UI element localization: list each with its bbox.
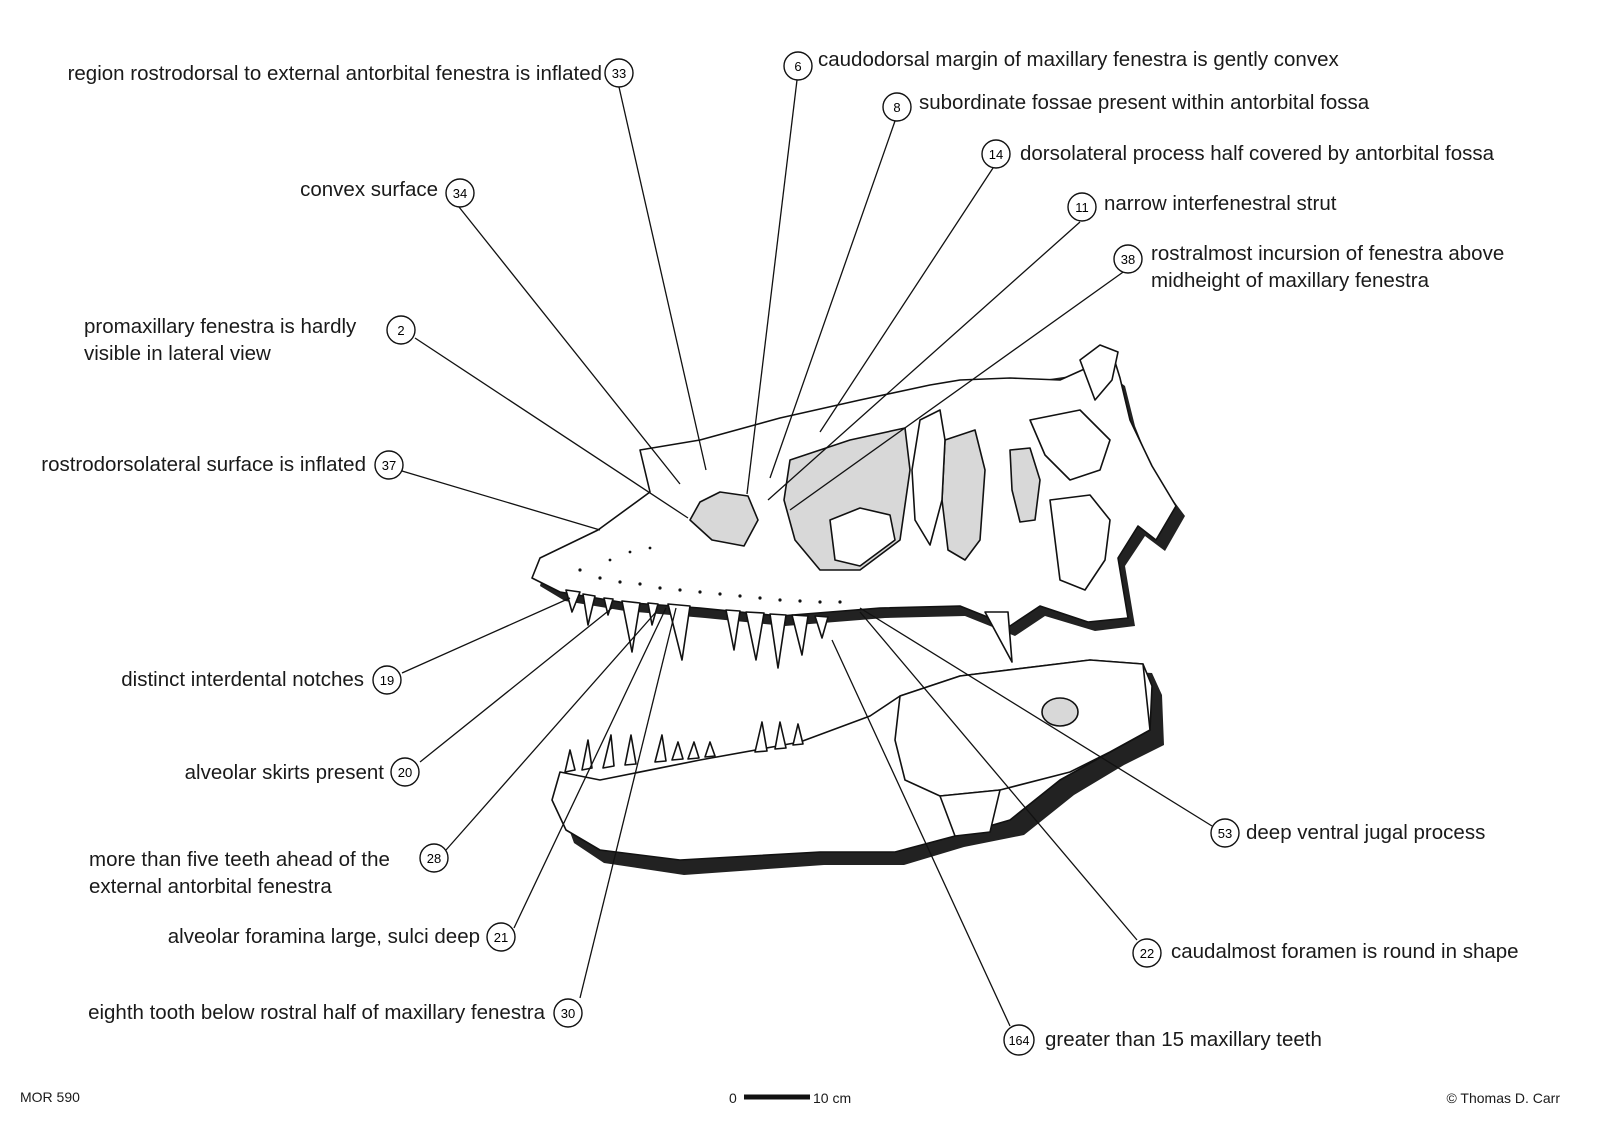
marker-19: 19: [372, 665, 402, 695]
marker-6: 6: [783, 51, 813, 81]
svg-text:34: 34: [453, 186, 467, 201]
marker-20: 20: [390, 757, 420, 787]
marker-164: 164: [1003, 1024, 1035, 1056]
svg-text:8: 8: [893, 100, 900, 115]
lower-teeth: [564, 721, 804, 773]
svg-text:21: 21: [494, 930, 508, 945]
infratemporal-fenestra: [1009, 447, 1041, 523]
svg-text:20: 20: [398, 765, 412, 780]
svg-text:37: 37: [382, 458, 396, 473]
annotation-2-text: promaxillary fenestra is hardly visible …: [84, 315, 357, 365]
mandibular-fenestra: [1041, 697, 1079, 727]
marker-33: 33: [604, 58, 634, 88]
annotation-53-text: deep ventral jugal process: [1246, 821, 1486, 844]
marker-38: 38: [1113, 244, 1143, 274]
number-markers: 33 6 8 14 34 11 38 2 37 19 20 28 21 30 5…: [372, 51, 1240, 1056]
scale-start-label: 0: [729, 1090, 737, 1106]
maxillary-fenestra: [689, 491, 759, 547]
orbit: [941, 429, 986, 561]
svg-text:164: 164: [1009, 1034, 1030, 1048]
specimen-label: MOR 590: [20, 1089, 80, 1105]
annotation-14-text: dorsolateral process half covered by ant…: [1020, 142, 1495, 165]
marker-53: 53: [1210, 818, 1240, 848]
annotation-164-text: greater than 15 maxillary teeth: [1045, 1028, 1322, 1051]
marker-37: 37: [374, 450, 404, 480]
annotation-19-text: distinct interdental notches: [121, 668, 364, 691]
annotation-8-text: subordinate fossae present within antorb…: [919, 91, 1370, 114]
annotation-34-text: convex surface: [300, 178, 438, 201]
marker-30: 30: [553, 998, 583, 1028]
svg-text:28: 28: [427, 851, 441, 866]
marker-2: 2: [386, 315, 416, 345]
marker-22: 22: [1132, 938, 1162, 968]
marker-28: 28: [419, 843, 449, 873]
annotation-22-text: caudalmost foramen is round in shape: [1171, 940, 1519, 963]
annotation-37-text: rostrodorsolateral surface is inflated: [41, 453, 366, 476]
leader-lines: [401, 79, 1213, 1027]
marker-11: 11: [1067, 192, 1097, 222]
annotation-38-text: rostralmost incursion of fenestra above …: [1151, 242, 1505, 292]
svg-text:6: 6: [794, 59, 801, 74]
svg-text:30: 30: [561, 1006, 575, 1021]
annotation-21-text: alveolar foramina large, sulci deep: [167, 925, 480, 948]
annotation-28-text: more than five teeth ahead of the extern…: [89, 848, 390, 898]
alveolar-foramina: [578, 546, 842, 604]
credit-label: © Thomas D. Carr: [1446, 1090, 1560, 1106]
marker-34: 34: [445, 178, 475, 208]
svg-text:22: 22: [1140, 946, 1154, 961]
scale-end-label: 10 cm: [813, 1090, 852, 1106]
surangular: [894, 659, 1151, 797]
annotation-30-text: eighth tooth below rostral half of maxil…: [88, 1001, 545, 1024]
svg-text:33: 33: [612, 66, 626, 81]
annotation-6-text: caudodorsal margin of maxillary fenestra…: [818, 48, 1339, 71]
svg-text:11: 11: [1075, 200, 1089, 215]
svg-text:2: 2: [397, 323, 404, 338]
svg-text:14: 14: [989, 147, 1003, 162]
svg-text:19: 19: [380, 673, 394, 688]
annotation-20-text: alveolar skirts present: [184, 761, 384, 784]
marker-14: 14: [981, 139, 1011, 169]
svg-text:38: 38: [1121, 252, 1135, 267]
marker-21: 21: [486, 922, 516, 952]
annotation-11-text: narrow interfenestral strut: [1104, 192, 1337, 215]
upper-teeth: [565, 589, 1013, 669]
marker-8: 8: [882, 92, 912, 122]
annotation-33-text: region rostrodorsal to external antorbit…: [67, 62, 602, 85]
svg-text:53: 53: [1218, 826, 1232, 841]
skull-illustration: [531, 344, 1185, 875]
